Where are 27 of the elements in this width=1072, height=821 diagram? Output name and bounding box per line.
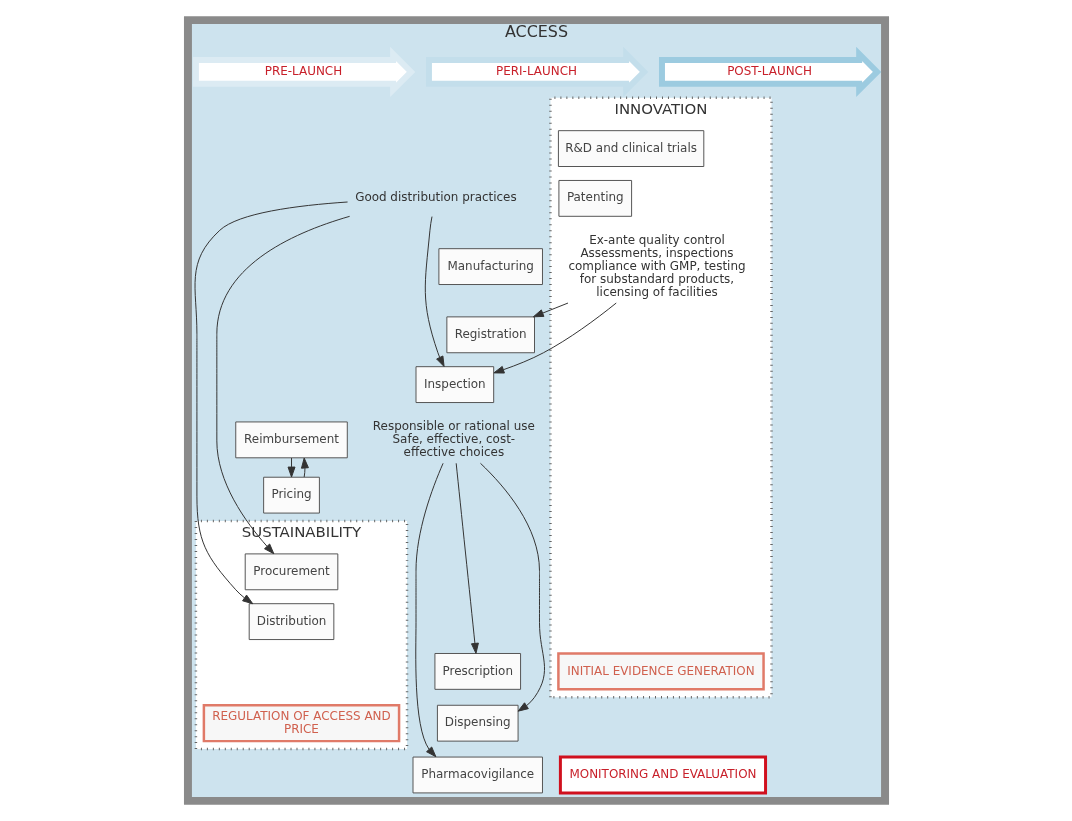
node-box: R&D and clinical trials xyxy=(557,130,704,167)
node-box: Reimbursement xyxy=(234,421,348,459)
node-box: Pharmacovigilance xyxy=(412,756,543,794)
node-box: Inspection xyxy=(415,366,494,404)
arrow xyxy=(300,457,309,478)
node-box: REGULATION OF ACCESS AND PRICE xyxy=(202,704,400,743)
node-box: Dispensing xyxy=(436,704,519,742)
arrow xyxy=(479,462,545,712)
node-box: Pricing xyxy=(262,476,320,514)
arrow xyxy=(215,215,350,555)
node-text: Good distribution practices xyxy=(354,190,517,205)
node-box: Distribution xyxy=(248,603,334,641)
arrow xyxy=(492,302,617,374)
arrow xyxy=(424,216,445,367)
node-box: Manufacturing xyxy=(437,248,543,285)
node-text: Responsible or rational use Safe, effective, cost-effective choices xyxy=(372,419,535,459)
node-box: MONITORING AND EVALUATION xyxy=(558,755,767,795)
node-box: INITIAL EVIDENCE GENERATION xyxy=(556,652,765,691)
arrow xyxy=(455,462,479,654)
arrow xyxy=(414,462,444,758)
arrow xyxy=(194,201,348,605)
node-box: Procurement xyxy=(244,553,338,591)
node-box: Patenting xyxy=(557,179,632,217)
node-box: Registration xyxy=(445,316,535,354)
node-box: Prescription xyxy=(433,653,521,690)
arrow xyxy=(532,302,568,318)
node-text: Ex-ante quality control Assessments, inspections compliance with GMP, testing for substandard products, licensing of facilities xyxy=(567,232,746,299)
